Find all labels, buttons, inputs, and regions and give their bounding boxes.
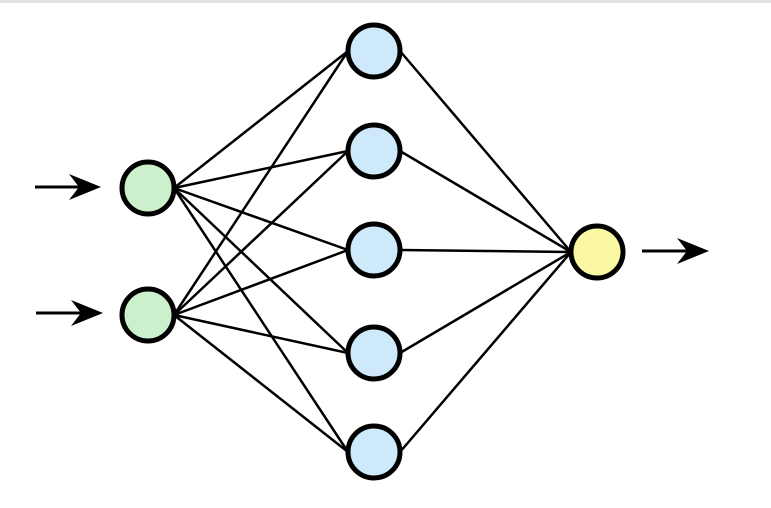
node-hidden-2 <box>345 122 403 180</box>
edge-hidden-2-output-1 <box>398 149 573 254</box>
edge-input-1-hidden-5 <box>172 186 350 454</box>
edge-hidden-3-output-1 <box>398 248 573 254</box>
edges <box>172 49 573 454</box>
edge-hidden-1-output-1 <box>398 49 573 254</box>
edge-hidden-4-output-1 <box>398 250 573 355</box>
node-hidden-4 <box>345 324 403 382</box>
output-layer <box>568 223 626 281</box>
input-arrow-1 <box>35 174 101 200</box>
edge-hidden-5-output-1 <box>398 250 573 454</box>
node-input-2 <box>119 286 177 344</box>
arrow-head <box>71 300 103 326</box>
output-arrow <box>642 238 709 264</box>
node-hidden-1 <box>345 22 403 80</box>
arrow-head <box>69 174 101 200</box>
node-hidden-3 <box>345 221 403 279</box>
edge-input-1-hidden-1 <box>172 49 350 190</box>
edge-input-1-hidden-3 <box>172 186 350 252</box>
arrow-head <box>677 238 709 264</box>
edge-input-2-hidden-3 <box>172 248 350 317</box>
input-layer <box>119 159 177 344</box>
node-input-1 <box>119 159 177 217</box>
edge-input-2-hidden-1 <box>172 49 350 317</box>
edge-input-1-hidden-4 <box>172 186 350 355</box>
edge-input-2-hidden-4 <box>172 313 350 355</box>
edge-input-2-hidden-5 <box>172 313 350 454</box>
node-hidden-5 <box>345 423 403 481</box>
edge-input-2-hidden-2 <box>172 149 350 317</box>
node-output-1 <box>568 223 626 281</box>
hidden-layer <box>345 22 403 481</box>
window-top-border <box>0 0 771 3</box>
edge-input-1-hidden-2 <box>172 149 350 190</box>
input-arrow-2 <box>36 300 103 326</box>
